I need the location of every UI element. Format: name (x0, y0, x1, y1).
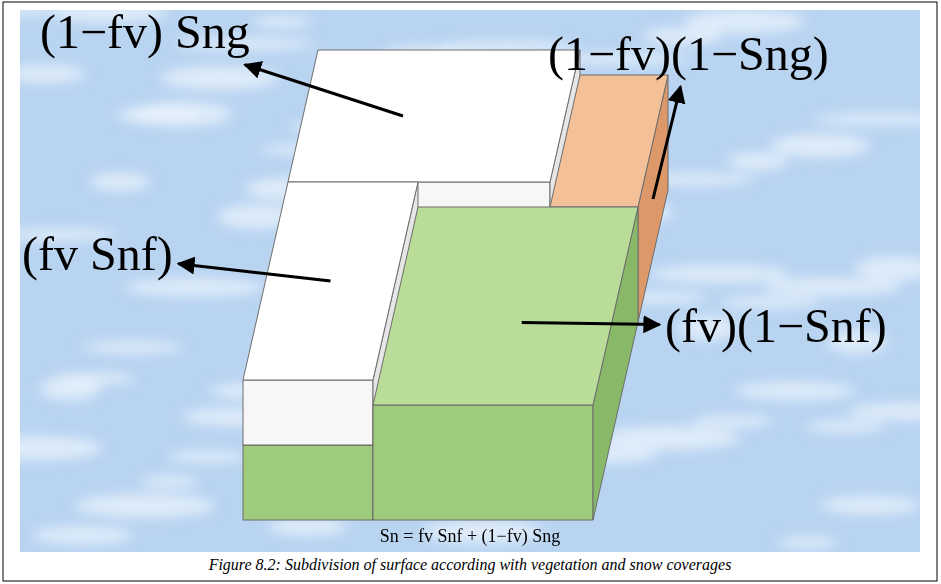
cloud-streak (600, 426, 740, 450)
cloud-streak (125, 278, 265, 296)
caption: Figure 8.2: Subdivision of surface accor… (209, 556, 732, 574)
cloud-streak (140, 476, 200, 488)
cloud-streak (20, 436, 103, 460)
region-label-text: (1−fv) Sng (40, 5, 250, 58)
cloud-streak (763, 278, 903, 296)
block-top-face (373, 207, 638, 405)
formula-text: Sn = fv Snf + (1−fv) Sng (380, 526, 560, 546)
cloud-streak (770, 134, 870, 158)
surface-block (373, 207, 638, 520)
cloud-streak (855, 256, 920, 280)
block-front-face (373, 405, 593, 520)
region-label: (1−fv)(1−Sng) (548, 28, 829, 81)
cloud-streak (133, 102, 233, 126)
block-front-face (243, 380, 373, 445)
cloud-streak (735, 382, 855, 400)
block-top-face (288, 50, 580, 182)
region-label-text: (fv Snf) (22, 227, 173, 280)
region-label: (fv Snf) (22, 228, 173, 281)
cloud-streak (728, 152, 788, 170)
figure-caption: Figure 8.2: Subdivision of surface accor… (209, 556, 732, 573)
outer-frame (3, 2, 937, 581)
cloud-streak (848, 403, 921, 421)
cloud-streak (820, 496, 920, 514)
sky-background (20, 10, 920, 552)
cloud-streak (75, 494, 215, 518)
cloud-streak (693, 415, 773, 427)
cloud-texture (20, 10, 920, 549)
cloud-streak (778, 537, 838, 549)
cloud-streak (20, 65, 85, 83)
surface-blocks (243, 50, 668, 520)
cloud-streak (55, 373, 135, 385)
region-label-text: (1−fv)(1−Sng) (548, 27, 829, 80)
cloud-streak (253, 16, 313, 28)
block-front-face (243, 445, 373, 520)
leader-arrows (178, 65, 680, 325)
cloud-streak (650, 265, 790, 283)
leader-arrow (178, 264, 330, 281)
region-label-text: (fv)(1−Snf) (665, 299, 887, 352)
leader-arrow (653, 87, 681, 199)
cloud-streak (805, 421, 885, 433)
cloud-streak (90, 173, 150, 191)
cloud-streak (33, 526, 133, 544)
block-top-face (550, 75, 668, 207)
leader-arrow (245, 65, 403, 116)
cloud-streak (813, 113, 921, 125)
leader-arrow (522, 323, 660, 325)
region-label: (1−fv) Sng (40, 6, 250, 59)
cloud-streak (168, 451, 248, 463)
formula-label: Sn = fv Snf + (1−fv) Sng (380, 527, 560, 547)
cloud-streak (83, 341, 183, 353)
region-label: (fv)(1−Snf) (665, 300, 887, 353)
